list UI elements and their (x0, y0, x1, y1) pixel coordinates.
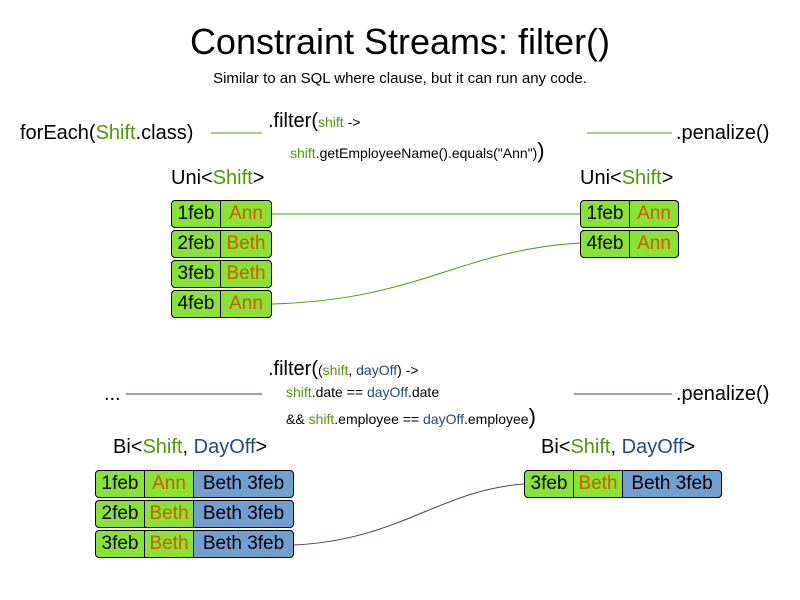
uni-source-code: forEach(Shift.class) (20, 122, 194, 144)
bi-left-type-label: Bi<Shift, DayOff> (113, 436, 268, 458)
tuple-name-cell: Ann (629, 230, 679, 258)
tuple-date-cell: 2feb (95, 500, 145, 528)
tuple-dayoff-cell: Beth 3feb (193, 470, 294, 498)
tuple-dayoff-cell: Beth 3feb (193, 500, 294, 528)
tuple-name-cell: Beth (220, 260, 272, 288)
tuple-dayoff-cell: Beth 3feb (622, 470, 722, 498)
uni-filter-code-line2: shift.getEmployeeName().equals("Ann")) (290, 138, 545, 163)
tuple-date-cell: 4feb (580, 230, 630, 258)
tuple-name-cell: Beth (573, 470, 623, 498)
bi-filter-code-line1: .filter((shift, dayOff) -> (268, 358, 419, 380)
tuple-date-cell: 1feb (171, 200, 221, 228)
tuple-date-cell: 3feb (524, 470, 574, 498)
tuple-date-cell: 1feb (580, 200, 630, 228)
tuple-date-cell: 3feb (171, 260, 221, 288)
tuple-date-cell: 4feb (171, 290, 221, 318)
tuple-name-cell: Ann (220, 200, 272, 228)
page-title: Constraint Streams: filter() (189, 21, 611, 62)
uni-link-4feb (271, 242, 581, 305)
tuple-date-cell: 1feb (95, 470, 145, 498)
bi-filter-code-line3: && shift.employee == dayOff.employee) (286, 404, 536, 429)
bi-penalize-code: .penalize() (676, 383, 770, 405)
tuple-name-cell: Beth (144, 500, 194, 528)
page-subtitle: Similar to an SQL where clause, but it c… (213, 70, 587, 87)
tuple-dayoff-cell: Beth 3feb (193, 530, 294, 558)
shift-type: Shift (95, 122, 136, 144)
tuple-date-cell: 2feb (171, 230, 221, 258)
tuple-name-cell: Ann (144, 470, 194, 498)
tuple-date-cell: 3feb (95, 530, 145, 558)
uni-left-type-label: Uni<Shift> (171, 167, 265, 189)
uni-filter-code-line1: .filter(shift -> (268, 110, 361, 132)
tuple-name-cell: Ann (220, 290, 272, 318)
tuple-name-cell: Ann (629, 200, 679, 228)
tuple-name-cell: Beth (144, 530, 194, 558)
bi-source-code: ... (104, 383, 121, 405)
bi-filter-code-line2: shift.date == dayOff.date (286, 384, 440, 400)
uni-penalize-code: .penalize() (676, 122, 770, 144)
tuple-name-cell: Beth (220, 230, 272, 258)
bi-link-3feb (293, 483, 525, 546)
uni-right-type-label: Uni<Shift> (580, 167, 674, 189)
bi-right-type-label: Bi<Shift, DayOff> (541, 436, 696, 458)
